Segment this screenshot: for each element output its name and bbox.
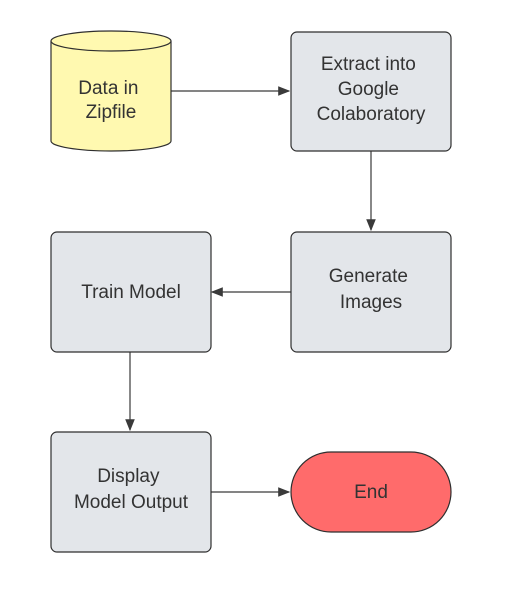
label-line: Generate	[329, 266, 408, 287]
label-line: Zipfile	[86, 102, 137, 123]
label-line: Colaboratory	[317, 104, 426, 125]
label-line: Google	[338, 79, 399, 100]
terminal-shape	[290, 451, 452, 533]
cylinder-top	[50, 30, 172, 52]
node-label-train: Train Model	[81, 282, 181, 303]
label-line: Model Output	[74, 492, 189, 513]
node-label-extract: Extract into Google Colaboratory	[317, 54, 426, 125]
node-train: Train Model	[50, 231, 212, 353]
node-label-end: End	[354, 482, 388, 503]
process-box	[290, 231, 452, 353]
label-line: Images	[340, 292, 402, 313]
edges	[125, 86, 376, 497]
label-line: End	[354, 482, 388, 503]
process-box	[290, 31, 452, 152]
node-display: Display Model Output	[50, 431, 212, 553]
label-line: Data in	[78, 78, 138, 99]
process-box	[50, 431, 212, 553]
label-line: Display	[97, 466, 160, 487]
node-data-zipfile: Data in Zipfile	[50, 30, 172, 152]
node-end: End	[290, 451, 452, 533]
node-label-generate: Generate Images	[329, 266, 414, 313]
cylinder-shape	[50, 41, 172, 152]
node-generate: Generate Images	[290, 231, 452, 353]
node-extract: Extract into Google Colaboratory	[290, 31, 452, 152]
process-box	[50, 231, 212, 353]
node-label-data-zipfile: Data in Zipfile	[78, 78, 143, 123]
label-line: Train Model	[81, 282, 181, 303]
label-line: Extract into	[321, 54, 416, 75]
node-label-display: Display Model Output	[74, 466, 189, 513]
